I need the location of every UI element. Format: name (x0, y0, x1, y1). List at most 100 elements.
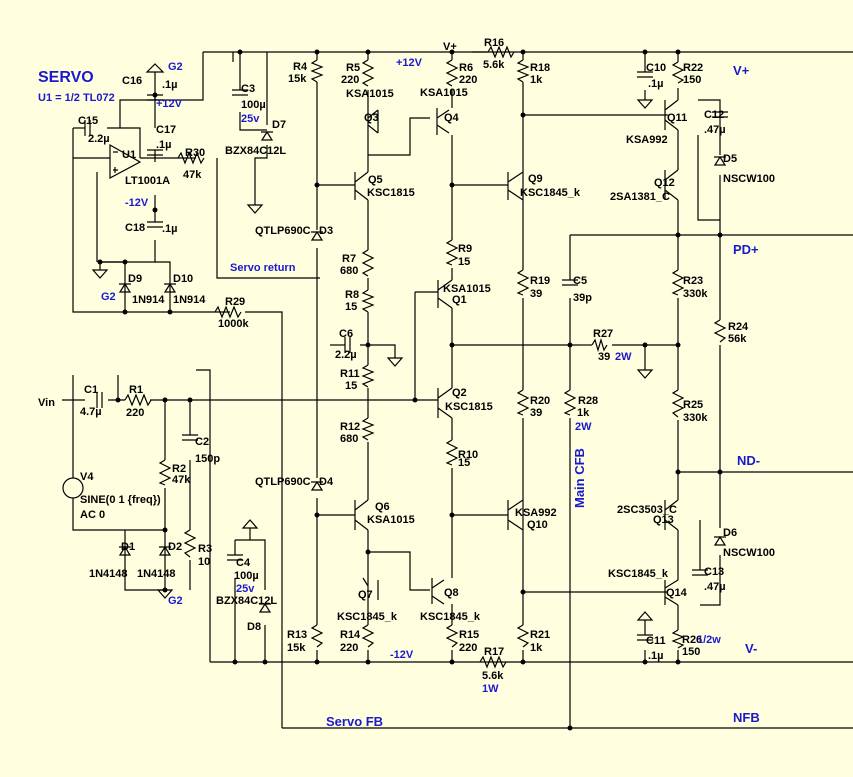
r4-ref: R4 (293, 61, 308, 73)
q5-ref: Q5 (368, 174, 383, 186)
r6-value: 220 (459, 74, 477, 86)
d8-ref: D8 (247, 621, 261, 633)
r14-ref: R14 (340, 629, 361, 641)
r21-value: 1k (530, 642, 543, 654)
r10-value: 15 (458, 457, 470, 469)
c4-value: 100µ (234, 570, 259, 582)
q10-value: KSA992 (515, 507, 557, 519)
c5-value: 39p (573, 292, 592, 304)
r14-value: 220 (340, 642, 358, 654)
r13-value: 15k (287, 642, 306, 654)
r24-ref: R24 (728, 321, 749, 333)
rail-vminus: V- (745, 641, 757, 656)
c18-ref: C18 (125, 222, 145, 234)
c6-ref: C6 (339, 328, 353, 340)
r29-ref: R29 (225, 296, 245, 308)
v4-extra: AC 0 (80, 509, 105, 521)
r24-value: 56k (728, 333, 747, 345)
labels: SERVO U1 = 1/2 TL072 V+ PD+ ND- V- NFB G… (38, 41, 760, 729)
net-g2-mid: G2 (101, 291, 116, 303)
r1-value: 220 (126, 407, 144, 419)
q7-value: KSC1845_k (337, 611, 398, 623)
r22-ref: R22 (683, 62, 703, 74)
c4-extra: 25v (236, 583, 255, 595)
r23-value: 330k (683, 288, 708, 300)
net-g2-top: G2 (168, 61, 183, 73)
r9-ref: R9 (458, 243, 472, 255)
r2-value: 47k (172, 474, 191, 486)
c10-value: .1µ (648, 78, 664, 90)
r12-value: 680 (340, 433, 358, 445)
servo-note: U1 = 1/2 TL072 (38, 92, 115, 104)
c2-value: 150p (195, 453, 220, 465)
rail-ndminus: ND- (737, 453, 760, 468)
r26-extra: 1/2w (697, 634, 721, 646)
r30-value: 47k (183, 169, 202, 181)
rail-pdplus: PD+ (733, 242, 759, 257)
r11-ref: R11 (340, 368, 360, 380)
r27-value: 39 (598, 351, 610, 363)
d7-value: BZX84C12L (225, 145, 286, 157)
r9-value: 15 (458, 256, 470, 268)
c2-ref: C2 (195, 436, 209, 448)
c13-ref: C13 (704, 566, 724, 578)
q8-value: KSC1845_k (420, 611, 481, 623)
q3-value: KSA1015 (346, 88, 394, 100)
c11-ref: C11 (646, 635, 666, 647)
r8-value: 15 (345, 301, 357, 313)
c15-ref: C15 (78, 115, 98, 127)
rail-nfb: NFB (733, 710, 760, 725)
c3-ref: C3 (241, 83, 255, 95)
c13-value: .47µ (704, 581, 726, 593)
junctions (97, 49, 723, 731)
d2-ref: D2 (168, 541, 182, 553)
net-servo-fb: Servo FB (326, 714, 383, 729)
q2-value: KSC1815 (445, 401, 493, 413)
d10-value: 1N914 (173, 294, 206, 306)
r16-value: 5.6k (483, 59, 505, 71)
c4-ref: C4 (236, 557, 251, 569)
net-m12-servo: -12V (125, 197, 149, 209)
r15-ref: R15 (459, 629, 479, 641)
r1-ref: R1 (129, 384, 143, 396)
q9-ref: Q9 (528, 173, 543, 185)
c16-ref: C16 (122, 75, 142, 87)
q5-value: KSC1815 (367, 187, 415, 199)
d9-ref: D9 (128, 273, 142, 285)
opamp-symbol (109, 143, 142, 179)
c11-value: .1µ (648, 650, 664, 662)
r4-value: 15k (288, 73, 307, 85)
d1-value: 1N4148 (89, 568, 128, 580)
ground-symbols (91, 63, 654, 621)
c15-value: 2.2µ (88, 133, 110, 145)
r27-ref: R27 (593, 328, 613, 340)
d1-ref: D1 (121, 541, 135, 553)
c5-ref: C5 (573, 275, 587, 287)
voltage-source-symbol (62, 477, 84, 499)
c3-extra: 25v (241, 113, 260, 125)
r28-extra: 2W (575, 421, 592, 433)
c10-ref: C10 (646, 62, 666, 74)
d2-value: 1N4148 (137, 568, 176, 580)
c1-ref: C1 (84, 384, 98, 396)
q6-ref: Q6 (375, 501, 390, 513)
r17-ref: R17 (484, 646, 504, 658)
c6-value: 2.2µ (335, 349, 357, 361)
q11-ref: Q11 (667, 112, 687, 124)
r22-value: 150 (683, 74, 701, 86)
d8-value: BZX84C12L (216, 595, 277, 607)
u1-ref: U1 (122, 149, 136, 161)
r2-ref: R2 (172, 463, 186, 475)
net-main-cfb: Main CFB (572, 448, 587, 508)
r25-value: 330k (683, 412, 708, 424)
q7-ref: Q7 (358, 589, 373, 601)
r6-ref: R6 (459, 62, 473, 74)
q13-value: 2SC3503_C (617, 504, 677, 516)
r17-extra: 1W (482, 683, 499, 695)
r26-ref: R26 (682, 634, 702, 646)
component-labels: C16.1µC152.2µC17.1µU1LT1001AR3047kC18.1µ… (78, 37, 775, 695)
q10-ref: Q10 (527, 519, 548, 531)
transistors (354, 99, 679, 606)
q14-value: KSC1845_k (608, 568, 669, 580)
net-vin: Vin (38, 397, 55, 409)
